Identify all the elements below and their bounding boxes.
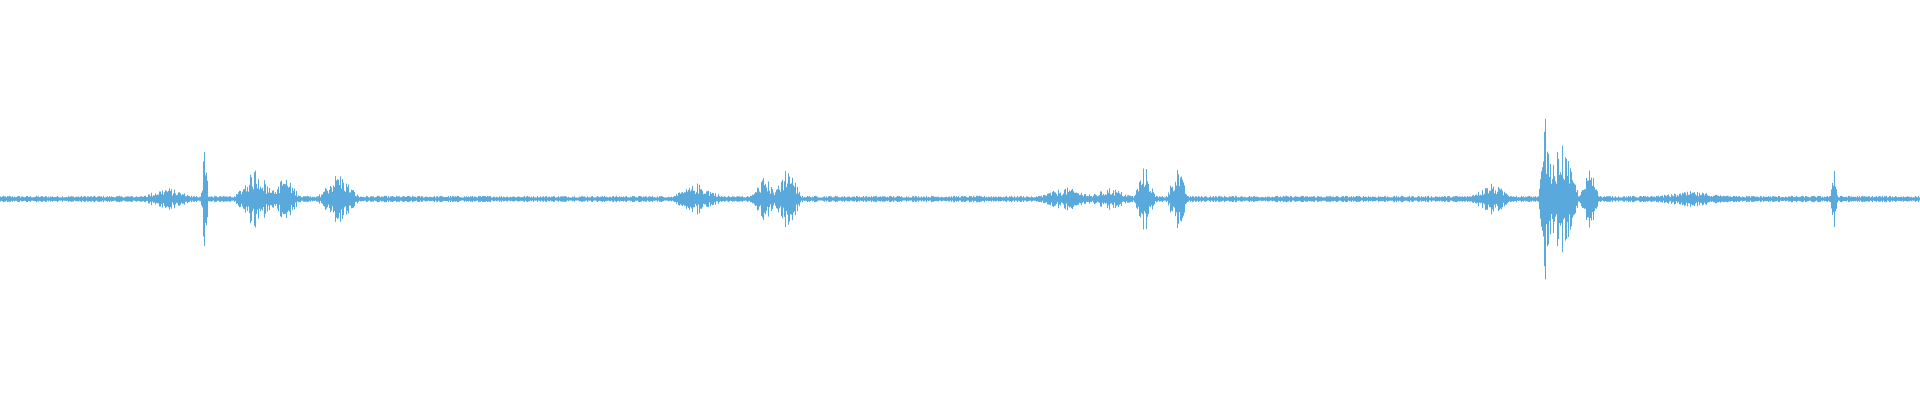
waveform-bars — [0, 118, 1920, 280]
waveform-samples — [0, 118, 1920, 280]
